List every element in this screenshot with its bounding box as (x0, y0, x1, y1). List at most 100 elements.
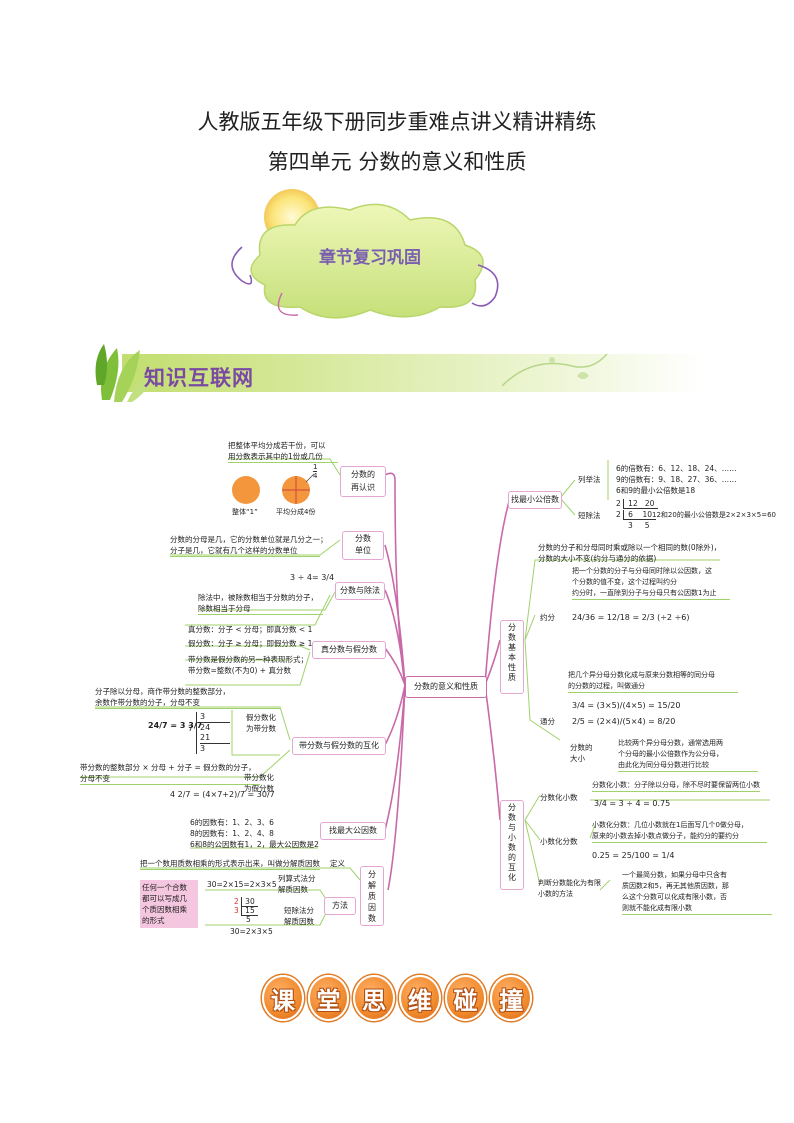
lcm-list-label: 列举法 (578, 475, 601, 484)
lcm-short-label: 短除法 (578, 511, 601, 520)
fig-label-whole: 整体“1” (232, 508, 258, 516)
sd-n2: 15 (241, 906, 258, 916)
mixed-text2: 带分数的整数部分 × 分母 + 分子 = 假分数的分子， 分母不变 (80, 762, 260, 785)
fraction-figure (232, 473, 315, 504)
lcm-sd-3: 2 (616, 510, 621, 519)
gcd-l3: 6和8的公因数有1，2，最大公因数是2 (190, 840, 319, 849)
div-product: 21 (200, 733, 230, 744)
sd-div1: 2 (234, 897, 239, 906)
proper-l1: 真分数：分子 < 分母；即真分数 < 1 (188, 625, 313, 634)
mixed-case1-label: 假分数化 为带分数 (246, 713, 276, 733)
fig-label-split: 平均分成4份 (276, 508, 316, 516)
reduce-text: 把一个分数的分子与分母同时除以公因数，这 个分数的值不变，这个过程叫约分 约分时… (572, 566, 730, 600)
factor-label: 分 解 质 因 数 (360, 866, 384, 926)
factor-method-label: 方法 (324, 897, 356, 915)
sd-n3: 5 (246, 915, 251, 924)
meaning-text: 把整体平均分成若干份，可以 用分数表示其中的1份或几份 (228, 440, 338, 463)
division-text: 除法中，被除数相当于分数的分子， 除数相当于分母 (198, 592, 323, 615)
lcm-sd-2: 20 (644, 499, 655, 508)
fig-fraction-numerator: 1 (313, 463, 318, 472)
gcd-l1: 6的因数有：1、2、3、6 (190, 818, 274, 827)
factor-short-division: 2 30 3 15 5 (234, 897, 258, 924)
div-divisor: 7 (188, 724, 194, 733)
section-badge-text: 章节复习巩固 (319, 247, 421, 268)
chapter-review-badge: 章节复习巩固 (231, 189, 499, 319)
factor-m2-label: 短除法分 解质因数 (284, 906, 314, 926)
property-label: 分 数 基 本 性 质 (500, 620, 524, 694)
knowledge-banner: 知识互联网 (92, 340, 702, 406)
reduce-label: 约分 (540, 613, 555, 622)
d2f-text: 小数化分数：几位小数就在1后面写几个0做分母， 原来的小数去掉小数点做分子，能约… (592, 820, 767, 843)
bottom-banner: 课 堂 思 维 碰 撞 (262, 975, 533, 1025)
lcm-sd-5: 10 (642, 510, 653, 519)
proper-l3: 带分数是假分数的另一种表现形式； (188, 655, 308, 664)
mindmap-connectors (80, 458, 770, 926)
unit-text: 分数的分母是几，它的分数单位就是几分之一； 分子是几，它就有几个这样的分数单位 (170, 535, 328, 557)
meaning-label: 分数的 再认识 (340, 466, 386, 497)
div-dividend: 24 (200, 722, 230, 733)
leaves-icon (95, 344, 158, 402)
sd-n1: 30 (241, 897, 258, 907)
lcm-l1: 6的倍数有：6、12、18、24、…… (616, 464, 737, 473)
mindmap-center: 分数的意义和性质 (405, 676, 487, 698)
mixed-case2-label: 带分数化 为假分数 (244, 773, 274, 793)
d2f-label: 小数化分数 (540, 837, 578, 846)
common-example-b: 2/5 = (2×4)/(5×4) = 8/20 (572, 717, 676, 726)
lcm-sd-7: 5 (644, 521, 650, 530)
d2f-example: 0.25 = 25/100 = 1/4 (592, 851, 675, 860)
mixed-eq2: 4 2/7 = (4×7+2)/7 = 30/7 (170, 790, 275, 799)
lcm-sd-4: 6 (628, 510, 633, 519)
mixed-text1: 分子除以分母，商作带分数的整数部分， 余数作带分数的分子，分母不变 (95, 686, 280, 709)
factor-def-label: 定义 (330, 859, 345, 868)
document-title: 人教版五年级下册同步重难点讲义精讲精练 (197, 110, 597, 134)
decimal-label: 分 数 与 小 数 的 互 化 (500, 800, 524, 890)
factor-m2-result: 30=2×3×5 (230, 927, 273, 936)
factor-def-text: 把一个数用质数相乘的形式表示出来，叫做分解质因数 (140, 859, 320, 870)
factor-m1: 30=2×15=2×3×5 (207, 880, 277, 889)
fig-fraction-denominator: 4 (313, 472, 318, 480)
lcm-short-division: 2 12 20 2 6 10 3 5 (616, 498, 659, 531)
mixed-long-division: 3 24 21 3 (196, 712, 230, 754)
judge-text: 一个最简分数，如果分母中只含有 质因数2和5，再无其他质因数，那 么这个分数可以… (622, 870, 772, 915)
f2d-label: 分数化小数 (540, 793, 578, 802)
judge-label: 判断分数能化为有限 小数的方法 (538, 879, 601, 898)
decoration-icon (501, 353, 608, 387)
mixed-eq1: 24/7 = 3 3/7 (148, 721, 203, 730)
knowledge-banner-title: 知识互联网 (144, 366, 254, 390)
bottom-banner-char-2: 堂 (307, 975, 350, 1021)
f2d-text: 分数化小数：分子除以分母，除不尽时要保留两位小数 (592, 780, 760, 792)
factor-note: 任何一个合数 都可以写成几 个质因数相乘 的形式 (140, 880, 198, 928)
proper-l2: 假分数：分子 ≥ 分母；即假分数 ≥ 1 (188, 639, 313, 648)
fig-fraction: 1 4 (313, 463, 318, 480)
f2d-example: 3/4 = 3 ÷ 4 = 0.75 (594, 799, 671, 808)
proper-improper-label: 真分数与假分数 (312, 641, 386, 659)
common-label: 通分 (540, 717, 555, 726)
sd-div2: 3 (234, 906, 239, 915)
bottom-banner-char-5: 碰 (444, 975, 487, 1021)
factor-m1-label: 列算式法分 解质因数 (278, 874, 316, 894)
property-def: 分数的分子和分母同时乘或除以一个相同的数(0除外)， 分数的大小不变(约分与通分… (538, 543, 722, 563)
lcm-l3: 6和9的最小公倍数是18 (616, 486, 696, 495)
gcd-label: 找最大公因数 (320, 822, 386, 840)
lcm-label: 找最小公倍数 (508, 491, 562, 509)
lcm-sd-6: 3 (628, 521, 633, 530)
mixed-label: 带分数与假分数的互化 (292, 737, 386, 755)
size-label: 分数的 大小 (570, 743, 593, 763)
bottom-banner-char-3: 思 (353, 975, 396, 1021)
cloud-icon (250, 203, 484, 319)
lcm-short-result: 12和20的最小公倍数是2×2×3×5=60 (652, 511, 776, 519)
bottom-banner-char-6: 撞 (490, 975, 533, 1021)
common-text: 把几个异分母分数化成与原来分数相等的同分母 的分数的过程，叫做通分 (568, 670, 738, 693)
lcm-sd-0: 2 (616, 499, 621, 508)
bottom-banner-char-1: 课 (262, 975, 304, 1021)
div-quotient: 3 (200, 712, 206, 721)
div-remainder: 3 (200, 744, 206, 753)
lcm-sd-1: 12 (628, 499, 638, 508)
proper-l4: 带分数=整数(不为0) + 真分数 (188, 666, 291, 675)
division-label: 分数与除法 (335, 582, 385, 600)
reduce-example: 24/36 = 12/18 = 2/3 (÷2 ÷6) (572, 613, 690, 622)
common-example-a: 3/4 = (3×5)/(4×5) = 15/20 (572, 701, 681, 710)
lcm-l2: 9的倍数有：9、18、27、36、…… (616, 475, 737, 484)
size-text: 比较两个异分母分数，通常选用两 个分母的最小公倍数作为公分母， 由此化为同分母分… (618, 738, 758, 772)
bottom-banner-char-4: 维 (399, 975, 441, 1021)
